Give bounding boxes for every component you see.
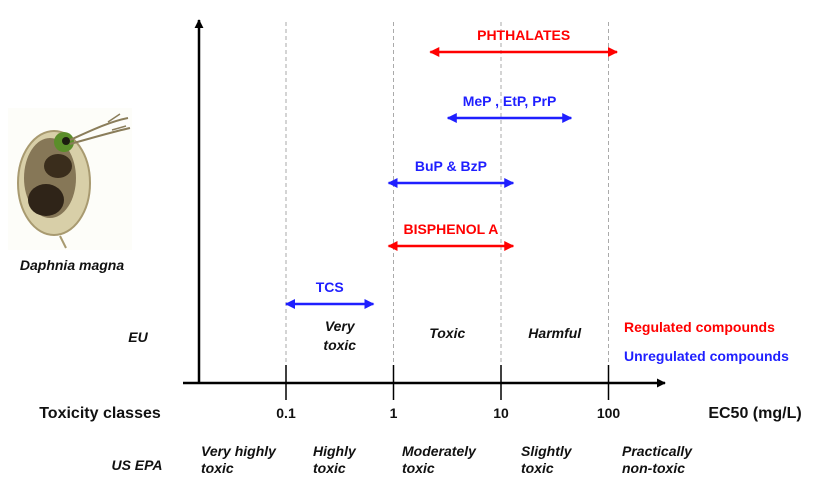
range-label-4: TCS (316, 279, 344, 295)
epa-class-3-line-1: toxic (521, 460, 554, 476)
legend-regulated: Regulated compounds (624, 319, 775, 335)
epa-class-2-line-0: Moderately (402, 443, 477, 459)
us-epa-row-label: US EPA (111, 457, 162, 473)
range-label-2: BuP & BzP (415, 158, 487, 174)
tick-marks: 0.1 1 10 100 (276, 365, 620, 421)
eu-class-1-line-0: Toxic (429, 325, 465, 341)
eu-classes: Very toxic Toxic Harmful (323, 318, 582, 353)
us-epa-classes: Very highlytoxicHighlytoxicModeratelytox… (201, 443, 693, 476)
range-label-0: PHTHALATES (477, 27, 570, 43)
epa-class-4-line-1: non-toxic (622, 460, 685, 476)
tick-label-3: 100 (597, 405, 621, 421)
tick-label-2: 10 (493, 405, 509, 421)
epa-class-0-line-1: toxic (201, 460, 234, 476)
eu-class-0-line-1: toxic (323, 337, 356, 353)
range-label-1: MeP , EtP, PrP (463, 93, 557, 109)
tick-label-1: 1 (390, 405, 398, 421)
image-caption: Daphnia magna (20, 257, 124, 273)
x-axis-label: EC50 (mg/L) (708, 405, 801, 422)
tick-label-0: 0.1 (276, 405, 296, 421)
legend-unregulated: Unregulated compounds (624, 348, 789, 364)
epa-class-2-line-1: toxic (402, 460, 435, 476)
range-label-3: BISPHENOL A (403, 221, 498, 237)
daphnia-magna-image (8, 108, 132, 250)
toxicity-classes-label: Toxicity classes (39, 405, 161, 422)
epa-class-1-line-0: Highly (313, 443, 357, 459)
range-arrows: PHTHALATES MeP , EtP, PrP BuP & BzP BISPHEN… (285, 27, 619, 309)
epa-class-3-line-0: Slightly (521, 443, 573, 459)
eu-row-label: EU (128, 329, 148, 345)
epa-class-0-line-0: Very highly (201, 443, 277, 459)
eu-class-2-line-0: Harmful (528, 325, 582, 341)
eu-class-0-line-0: Very (325, 318, 356, 334)
epa-class-4-line-0: Practically (622, 443, 693, 459)
epa-class-1-line-1: toxic (313, 460, 346, 476)
